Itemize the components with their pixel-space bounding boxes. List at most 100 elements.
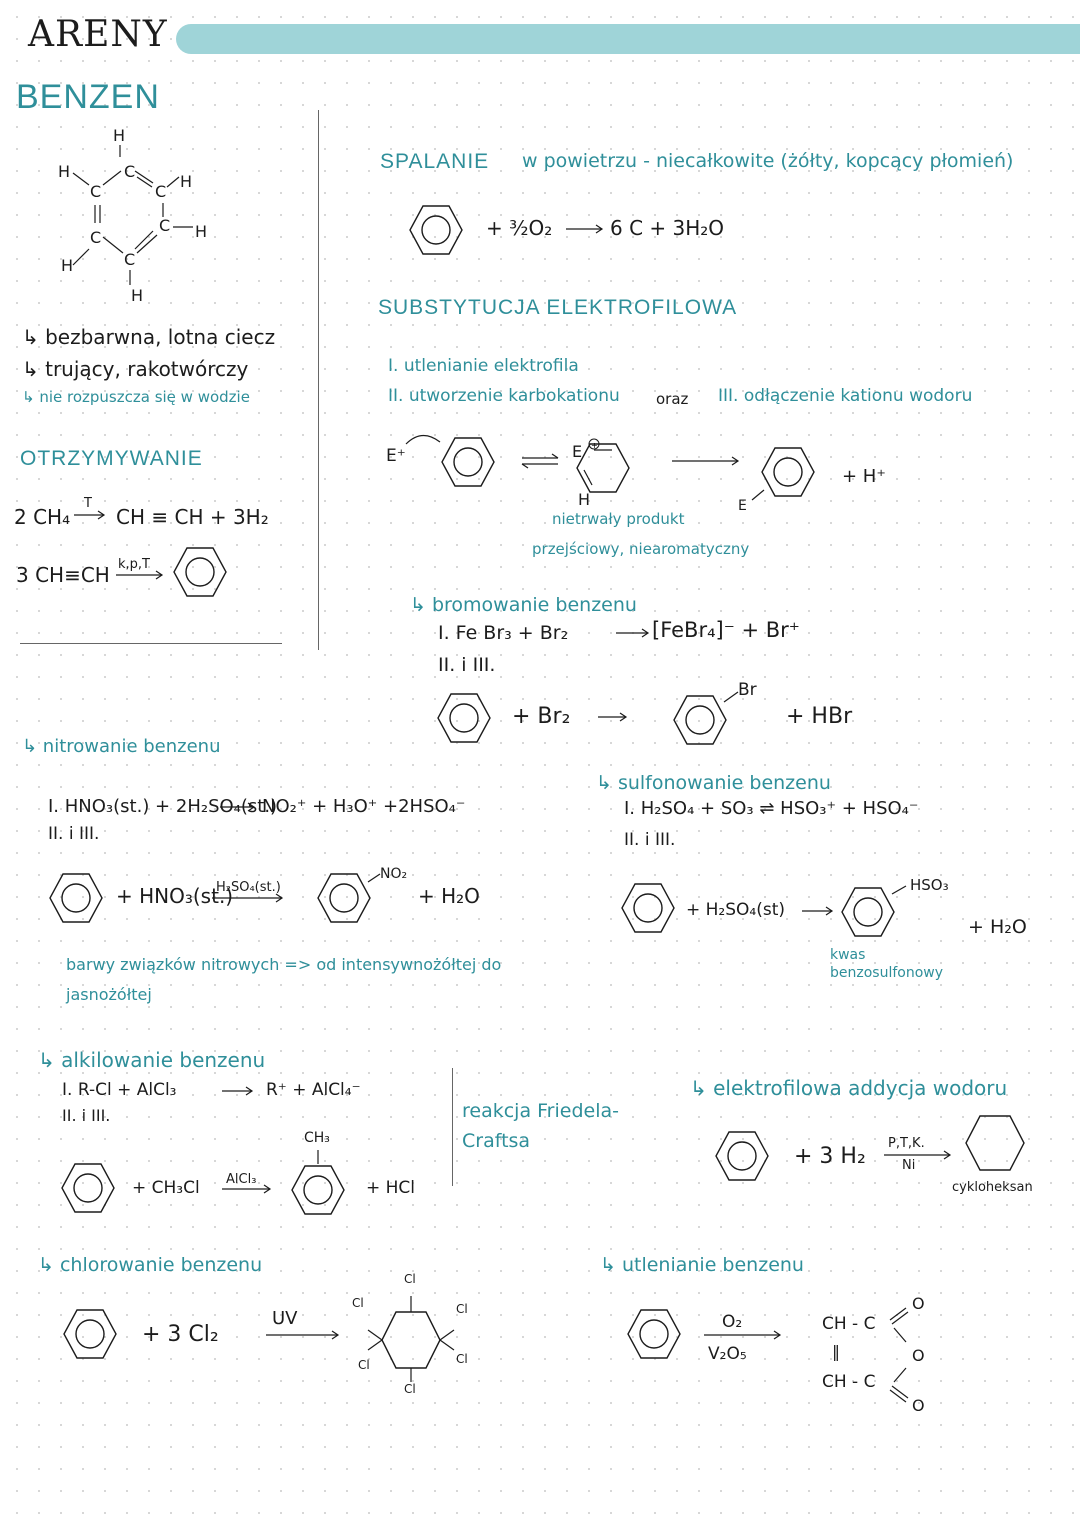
reaction-arrow	[222, 1184, 272, 1194]
benzene-ring	[291, 1165, 345, 1215]
add-eq-mid: + 3 H₂	[794, 1144, 866, 1169]
substituent-bond	[751, 489, 765, 501]
equilibrium-arrow	[521, 453, 559, 469]
svg-text:H: H	[58, 162, 70, 181]
subst-h-plus: + H⁺	[842, 466, 886, 487]
benzene-ring	[49, 873, 103, 923]
reaction-arrow	[616, 628, 650, 638]
ut-o-1: O	[912, 1294, 925, 1313]
add-product: cykloheksan	[952, 1180, 1033, 1195]
reaction-arrow	[672, 456, 740, 466]
cl-5: Cl	[456, 1352, 468, 1366]
header-bar	[176, 24, 1080, 54]
column-divider	[318, 110, 319, 650]
alkilowanie-heading: ↳ alkilowanie benzenu	[38, 1048, 266, 1072]
sulf-eq-mid: + H₂SO₄(st)	[686, 900, 786, 920]
alk-reaction-label: reakcja Friedela-Craftsa	[462, 1100, 619, 1152]
benzene-ring	[317, 873, 371, 923]
reaction-arrow	[598, 712, 628, 722]
substituent-bond	[317, 1150, 319, 1164]
nitro-l1-right: NO₂⁺ + H₃O⁺ +2HSO₄⁻	[262, 796, 466, 817]
subst-note2: przejściowy, niearomatyczny	[532, 540, 750, 558]
svg-text:H: H	[61, 256, 73, 275]
brom-eq-right: + HBr	[786, 704, 853, 729]
cl-4: Cl	[358, 1358, 370, 1372]
cl-3: Cl	[456, 1302, 468, 1316]
hexachlorocyclohexane	[367, 1296, 455, 1382]
alk-eq-mid: + CH₃Cl	[132, 1178, 200, 1198]
benzene-ring	[715, 1131, 769, 1181]
addycja-heading: ↳ elektrofilowa addycja wodoru	[690, 1076, 1008, 1100]
nitro-note: barwy związków nitrowych => od intensywn…	[66, 955, 502, 1004]
alk-sub: CH₃	[304, 1130, 330, 1146]
reaction-arrow	[116, 570, 164, 580]
reaction-arrow	[704, 1330, 782, 1340]
benzene-ring	[173, 547, 227, 597]
utlenianie-heading: ↳ utlenianie benzenu	[600, 1254, 804, 1276]
benzene-ring	[63, 1309, 117, 1359]
substytucja-heading: SUBSTYTUCJA ELEKTROFILOWA	[378, 296, 738, 319]
reaction-arrow	[884, 1150, 952, 1160]
svg-text:C: C	[124, 250, 135, 269]
reaction-arrow	[74, 510, 106, 520]
reaction-arrow	[266, 1330, 340, 1340]
sulf-eq-right: + H₂O	[968, 916, 1027, 938]
subst-step3: III. odłączenie kationu wodoru	[718, 386, 973, 406]
spalanie-eq-right: 6 C + 3H₂O	[610, 216, 725, 240]
spalanie-heading: SPALANIE	[380, 150, 490, 173]
property-3: ↳ nie rozpuszcza się w wodzie	[22, 388, 250, 406]
sulf-product: kwas benzosulfonowy	[830, 947, 944, 981]
page-title: ARENY	[28, 14, 168, 55]
benzene-ring	[673, 695, 727, 745]
ut-p-bottom: CH - C	[822, 1372, 876, 1392]
svg-text:+: +	[591, 441, 598, 450]
svg-text:C: C	[90, 228, 101, 247]
sulf-l1: I. H₂SO₄ + SO₃ ⇌ HSO₃⁺ + HSO₄⁻	[624, 798, 919, 819]
nitro-l1-left: I. HNO₃(st.) + 2H₂SO₄(st.)	[48, 796, 278, 817]
benzene-ring	[627, 1309, 681, 1359]
property-1: ↳ bezbarwna, lotna ciecz	[22, 325, 276, 349]
reaction-arrow	[566, 224, 604, 234]
benzene-ring	[61, 1163, 115, 1213]
sigma-complex: +	[576, 438, 630, 493]
svg-text:H: H	[180, 172, 192, 191]
otrz-r2-cond: k,p,T	[118, 557, 150, 572]
ut-o-3: O	[912, 1396, 925, 1415]
nitro-eq-mid: + HNO₃(st.)	[116, 884, 234, 908]
chlorowanie-heading: ↳ chlorowanie benzenu	[38, 1254, 263, 1276]
reaction-arrow	[220, 802, 256, 812]
otrz-r1-left: 2 CH₄	[14, 505, 71, 529]
otrz-r2-left: 3 CH≡CH	[16, 563, 110, 587]
chlor-cond: UV	[272, 1308, 298, 1329]
subst-note1: nietrwały produkt	[552, 510, 685, 528]
substituent-bond	[891, 885, 907, 895]
add-cond-top: P,T,K.	[888, 1136, 925, 1151]
add-cond-bottom: Ni	[902, 1158, 916, 1173]
nitro-eq-right: + H₂O	[418, 884, 480, 908]
benzene-ring	[761, 447, 815, 497]
cl-2: Cl	[352, 1296, 364, 1310]
sulf-l2: II. i III.	[624, 830, 676, 850]
benzene-ring	[441, 437, 495, 487]
ut-cond-top: O₂	[722, 1312, 743, 1332]
nitrowanie-heading: ↳ nitrowanie benzenu	[22, 736, 221, 757]
substituent-bond	[723, 691, 739, 703]
sulfonowanie-heading: ↳ sulfonowanie benzenu	[596, 772, 831, 794]
nitro-l2: II. i III.	[48, 824, 100, 844]
brom-l2: II. i III.	[438, 654, 496, 676]
nitro-sub: NO₂	[380, 866, 408, 882]
nitro-cond: H₂SO₄(st.)	[216, 880, 281, 895]
reaction-arrow	[222, 1086, 254, 1096]
sigma-h-label: H	[578, 490, 591, 509]
ut-o-2: O	[912, 1346, 925, 1365]
subst-step1: I. utlenianie elektrofila	[388, 356, 579, 376]
svg-text:H: H	[195, 222, 207, 241]
brom-sub: Br	[738, 680, 757, 700]
spalanie-eq-mid: + ³⁄₂O₂	[486, 216, 553, 240]
product-e-label: E	[738, 498, 747, 514]
ut-p-top: CH - C	[822, 1314, 876, 1334]
chlor-eq-mid: + 3 Cl₂	[142, 1322, 219, 1347]
cl-1: Cl	[404, 1272, 416, 1286]
sulf-sub: HSO₃	[910, 876, 949, 894]
svg-text:C: C	[155, 182, 166, 201]
